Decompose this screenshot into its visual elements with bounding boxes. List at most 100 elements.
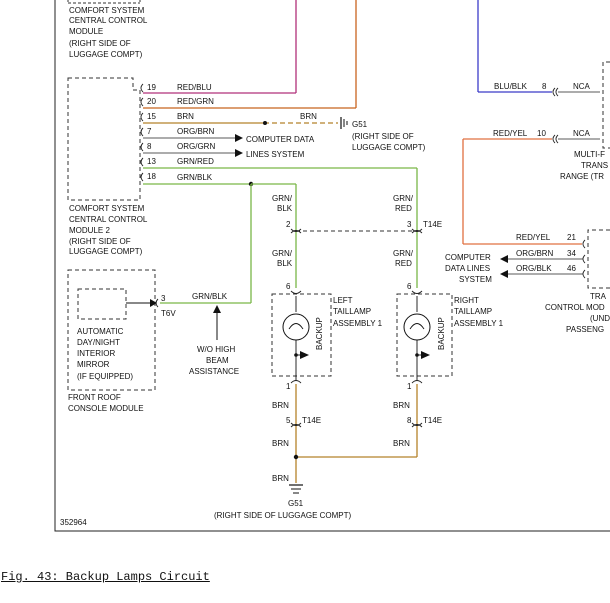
left-lamp-pin-top: 6 xyxy=(286,282,291,291)
multi-wire-2: RED/YEL xyxy=(493,129,528,138)
multi-wire-1: BLU/BLK xyxy=(494,82,528,91)
ccm-top-label-1: CENTRAL CONTROL xyxy=(69,16,148,25)
mirror-label-0: AUTOMATIC xyxy=(77,327,124,336)
right-lamp-label-1: TAILLAMP xyxy=(454,307,492,316)
data-lines-note-1: LINES SYSTEM xyxy=(246,150,305,159)
mirror-label-4: (IF EQUIPPED) xyxy=(77,372,133,381)
data-lines-note-0: COMPUTER DATA xyxy=(246,135,315,144)
right-module-label-0: MULTI-F xyxy=(574,150,605,159)
tcm-module-fragment xyxy=(587,229,610,289)
splice-brn xyxy=(263,121,267,125)
right-lamp-label-2: ASSEMBLY 1 xyxy=(454,319,504,328)
right-module-label-1: TRANS xyxy=(581,161,608,170)
left-lamp-pin-bottom: 1 xyxy=(286,382,291,391)
brn-label-right-1: BRN xyxy=(393,401,410,410)
left-mid-wire-1: BLK xyxy=(277,259,293,268)
tcm-label-0: TRA xyxy=(590,292,607,301)
g51-upper-label: G51 xyxy=(352,120,368,129)
ccm2-pin-markers xyxy=(140,83,144,182)
tcm-wire-2: ORG/BLK xyxy=(516,264,552,273)
arrow-data-2 xyxy=(235,149,243,157)
g51-upper-sub-1: LUGGAGE COMPT) xyxy=(352,143,426,152)
right-bulb-icon xyxy=(403,313,431,341)
tcm-pin-0: 21 xyxy=(567,233,576,242)
ccm-top-label-4: LUGGAGE COMPT) xyxy=(69,50,143,59)
left-lamp-label-1: TAILLAMP xyxy=(333,307,371,316)
mirror-wire-label: GRN/BLK xyxy=(192,292,228,301)
right-module-fragment xyxy=(602,61,610,149)
t14e-upper-pin-2: 2 xyxy=(286,220,291,229)
brn-label-left-3: BRN xyxy=(272,474,289,483)
wire-label-red-grn: RED/GRN xyxy=(177,97,214,106)
ground-g51-upper: G51 (RIGHT SIDE OF LUGGAGE COMPT) xyxy=(340,117,426,152)
t14e-lower-label-left: T14E xyxy=(302,416,321,425)
ccm2-pin-18: 18 xyxy=(147,172,156,181)
ccm2-label-4: LUGGAGE COMPT) xyxy=(69,247,143,256)
connector-t14e-lower: 5 T14E 8 T14E xyxy=(286,416,442,428)
right-backup-label: BACKUP xyxy=(437,317,446,350)
wo-high-beam-0: W/O HIGH xyxy=(197,345,235,354)
right-lamp-pin-bottom: 1 xyxy=(407,382,412,391)
tcm-label-1: CONTROL MOD xyxy=(545,303,605,312)
ccm2-label-1: CENTRAL CONTROL xyxy=(69,215,148,224)
ccm2-label-0: COMFORT SYSTEM xyxy=(69,204,145,213)
left-mid-wire-0: GRN/ xyxy=(272,249,293,258)
wire-label-org-grn: ORG/GRN xyxy=(177,142,215,151)
g51-lower-label: G51 xyxy=(288,499,304,508)
ccm2-pin-19: 19 xyxy=(147,83,156,92)
nca-label-1: NCA xyxy=(573,82,591,91)
mirror-label-3: MIRROR xyxy=(77,360,110,369)
wire-label-brn-2: BRN xyxy=(300,112,317,121)
left-lamp-label-2: ASSEMBLY 1 xyxy=(333,319,383,328)
data-lines-right-2: SYSTEM xyxy=(459,275,492,284)
multi-pin-1: 8 xyxy=(542,82,547,91)
mirror-label-1: DAY/NIGHT xyxy=(77,338,120,347)
left-upper-wire-1: BLK xyxy=(277,204,293,213)
wo-high-beam-1: BEAM xyxy=(206,356,229,365)
ccm2-pin-20: 20 xyxy=(147,97,156,106)
arrow-tcm-1 xyxy=(500,255,508,263)
wiring-diagram: COMFORT SYSTEM CENTRAL CONTROL MODULE (R… xyxy=(54,0,610,532)
left-bulb-icon xyxy=(282,313,310,341)
right-module-label-2: RANGE (TR xyxy=(560,172,604,181)
ccm2-label-3: (RIGHT SIDE OF xyxy=(69,237,131,246)
left-lamp-label-0: LEFT xyxy=(333,296,353,305)
brn-label-right-2: BRN xyxy=(393,439,410,448)
right-lamp-pin-top: 6 xyxy=(407,282,412,291)
wire-label-grn-red: GRN/RED xyxy=(177,157,214,166)
t14e-upper-label: T14E xyxy=(423,220,442,229)
arrow-wo-high-beam-head xyxy=(213,305,221,313)
brn-label-left-2: BRN xyxy=(272,439,289,448)
diagram-border xyxy=(54,0,610,532)
tcm-pin-1: 34 xyxy=(567,249,576,258)
tcm-label-2: (UND xyxy=(590,314,610,323)
nca-label-2: NCA xyxy=(573,129,591,138)
arrow-tcm-2 xyxy=(500,270,508,278)
left-taillamp: 6 BACKUP 1 LEFT TAILLAMP ASSEMBLY 1 xyxy=(271,282,383,391)
g51-lower-sub: (RIGHT SIDE OF LUGGAGE COMPT) xyxy=(214,511,352,520)
right-taillamp: 6 BACKUP 1 RIGHT TAILLAMP ASSEMBLY 1 xyxy=(396,282,504,391)
left-upper-wire-0: GRN/ xyxy=(272,194,293,203)
mirror-pin: 3 xyxy=(161,294,166,303)
diagram-id: 352964 xyxy=(60,518,87,527)
wo-high-beam-2: ASSISTANCE xyxy=(189,367,239,376)
ground-g51-lower: G51 (RIGHT SIDE OF LUGGAGE COMPT) xyxy=(214,484,352,520)
figure-caption: Fig. 43: Backup Lamps Circuit xyxy=(1,570,210,584)
ccm2-label-2: MODULE 2 xyxy=(69,226,110,235)
wire-label-grn-blk: GRN/BLK xyxy=(177,173,213,182)
right-mid-wire-0: GRN/ xyxy=(393,249,414,258)
right-upper-wire-0: GRN/ xyxy=(393,194,414,203)
front-roof-label-1: CONSOLE MODULE xyxy=(68,404,144,413)
t14e-lower-pin-8: 8 xyxy=(407,416,412,425)
ccm2-pin-8: 8 xyxy=(147,142,152,151)
ccm2-pin-13: 13 xyxy=(147,157,156,166)
tcm-pin-2: 46 xyxy=(567,264,576,273)
data-lines-right-1: DATA LINES xyxy=(445,264,490,273)
right-upper-wire-1: RED xyxy=(395,204,412,213)
wire-label-org-brn: ORG/BRN xyxy=(177,127,215,136)
right-lamp-label-0: RIGHT xyxy=(454,296,479,305)
connector-t14e-upper: 2 3 T14E xyxy=(286,220,442,234)
t14e-lower-label-right: T14E xyxy=(423,416,442,425)
ccm2-module: COMFORT SYSTEM CENTRAL CONTROL MODULE 2 … xyxy=(67,77,148,256)
wire-label-red-blu: RED/BLU xyxy=(177,83,212,92)
